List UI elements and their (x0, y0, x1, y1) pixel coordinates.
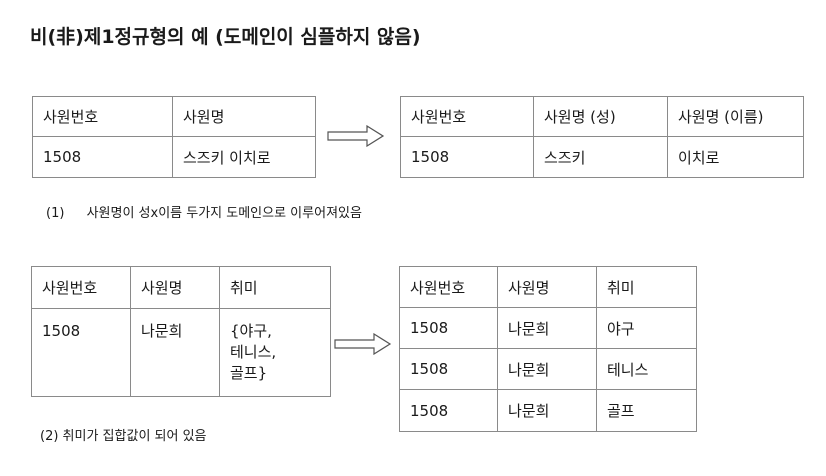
hobby-set-line: 테니스, (230, 343, 277, 361)
page-title: 비(非)제1정규형의 예 (도메인이 심플하지 않음) (30, 26, 421, 48)
data-cell: 1508 (32, 136, 173, 178)
data-cell: 스즈키 (533, 136, 668, 178)
header-cell: 취미 (596, 266, 697, 308)
data-cell: 1508 (399, 348, 498, 390)
arrow-right-icon (327, 125, 385, 147)
table-row: 1508 나문희 야구 (399, 307, 697, 349)
data-cell: 1508 (400, 136, 534, 178)
header-cell: 사원번호 (400, 96, 534, 137)
data-cell: 나문희 (497, 348, 597, 390)
table-row: 1508 나문희 테니스 (399, 348, 697, 390)
data-cell: 이치로 (667, 136, 804, 178)
example2-caption: (2) 취미가 집합값이 되어 있음 (40, 429, 207, 444)
data-cell: 1508 (31, 308, 131, 397)
caption-number: (1) (46, 206, 65, 221)
data-cell: 테니스 (596, 348, 697, 390)
header-cell: 사원명 (172, 96, 316, 137)
header-cell: 사원명 (성) (533, 96, 668, 137)
hobby-set-line: 골프} (230, 364, 268, 382)
data-cell: 스즈키 이치로 (172, 136, 316, 178)
header-cell: 사원번호 (32, 96, 173, 137)
header-cell: 사원명 (497, 266, 597, 308)
example1-right-table: 사원번호 사원명 (성) 사원명 (이름) 1508 스즈키 이치로 (400, 96, 804, 178)
example1-caption: (1) 사원명이 성x이름 두가지 도메인으로 이루어져있음 (46, 202, 362, 221)
arrow-right-icon (334, 333, 392, 355)
example1-left-table: 사원번호 사원명 1508 스즈키 이치로 (32, 96, 316, 178)
header-cell: 사원명 (130, 266, 220, 309)
data-cell: 나문희 (497, 307, 597, 349)
data-cell: 야구 (596, 307, 697, 349)
hobby-set-cell: {야구, 테니스, 골프} (219, 308, 331, 397)
data-cell: 나문희 (130, 308, 220, 397)
header-cell: 사원번호 (399, 266, 498, 308)
example2-right-table: 사원번호 사원명 취미 1508 나문희 야구 1508 나문희 테니스 150… (399, 266, 697, 432)
data-cell: 나문희 (497, 389, 597, 432)
data-cell: 1508 (399, 389, 498, 432)
example2-left-table: 사원번호 사원명 취미 1508 나문희 {야구, 테니스, 골프} (31, 266, 331, 397)
table-row: 1508 나문희 골프 (399, 389, 697, 432)
data-cell: 골프 (596, 389, 697, 432)
header-cell: 사원명 (이름) (667, 96, 804, 137)
header-cell: 사원번호 (31, 266, 131, 309)
hobby-set-line: {야구, (230, 322, 272, 340)
data-cell: 1508 (399, 307, 498, 349)
caption-text: 사원명이 성x이름 두가지 도메인으로 이루어져있음 (86, 206, 362, 221)
header-cell: 취미 (219, 266, 331, 309)
